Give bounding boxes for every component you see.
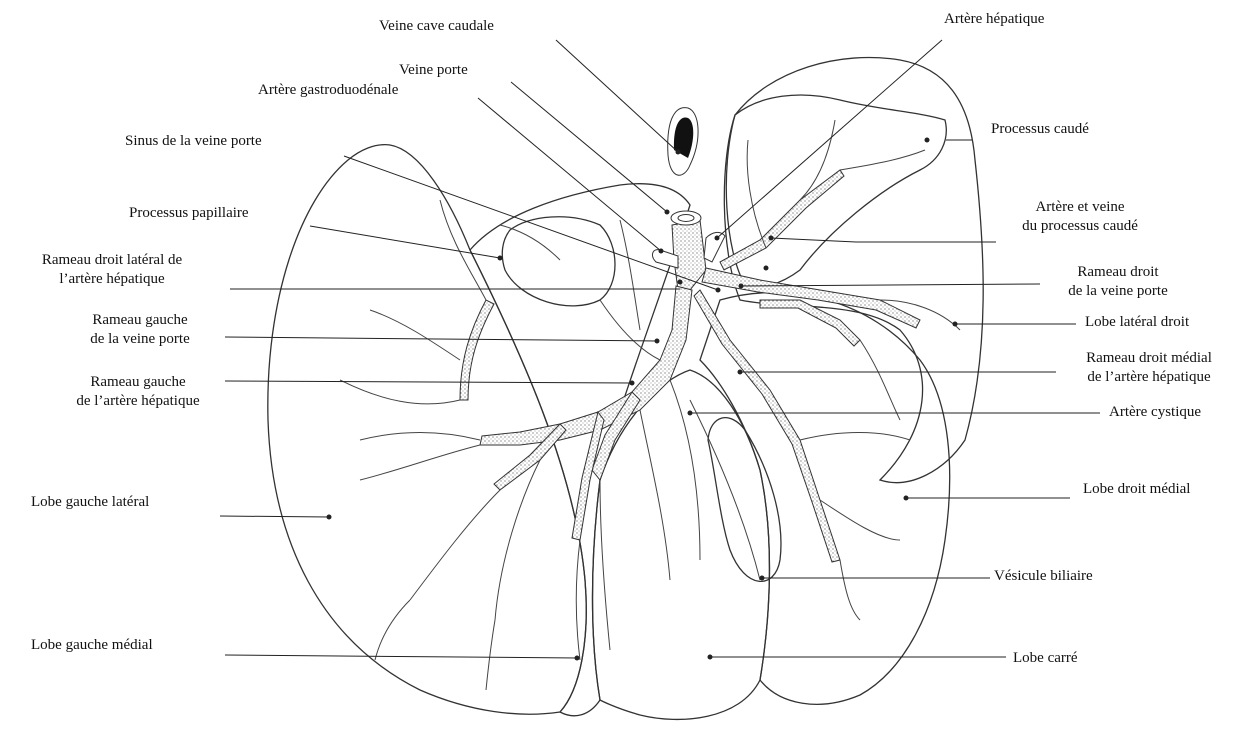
label-lobe-gauche-medial: Lobe gauche médial [31, 636, 153, 655]
label-rameau-droit-medial-artere: Rameau droit médial de l’artère hépatiqu… [1056, 349, 1242, 387]
label-lobe-gauche-lateral: Lobe gauche latéral [31, 493, 149, 512]
label-line-1: Artère et veine [1000, 198, 1160, 217]
label-artere-veine-processus-caude: Artère et veine du processus caudé [1000, 198, 1160, 236]
label-lobe-droit-medial: Lobe droit médial [1083, 480, 1190, 499]
liver-lobes [268, 57, 983, 719]
label-rameau-droit-veine-porte: Rameau droit de la veine porte [1040, 263, 1196, 301]
label-lobe-carre: Lobe carré [1013, 649, 1078, 668]
label-artere-hepatique: Artère hépatique [944, 10, 1044, 29]
label-line-1: Rameau gauche [60, 311, 220, 330]
label-line-2: de la veine porte [60, 330, 220, 349]
label-rameau-gauche-artere: Rameau gauche de l’artère hépatique [50, 373, 226, 411]
label-processus-caude: Processus caudé [991, 120, 1089, 139]
leader-lines [220, 40, 1100, 658]
label-line-2: de la veine porte [1040, 282, 1196, 301]
label-lobe-lateral-droit: Lobe latéral droit [1085, 313, 1189, 332]
label-rameau-droit-lateral-artere: Rameau droit latéral de l’artère hépatiq… [8, 251, 216, 289]
caudate-process-outline [726, 95, 946, 287]
label-line-2: de l’artère hépatique [50, 392, 226, 411]
label-veine-porte: Veine porte [399, 61, 468, 80]
label-line-2: du processus caudé [1000, 217, 1160, 236]
label-line-2: l’artère hépatique [8, 270, 216, 289]
label-artere-gastroduodenale: Artère gastroduodénale [258, 81, 398, 100]
label-vesicule-biliaire: Vésicule biliaire [994, 567, 1093, 586]
papillary-process-outline [502, 217, 615, 306]
label-line-2: de l’artère hépatique [1056, 368, 1242, 387]
label-line-1: Rameau droit latéral de [8, 251, 216, 270]
label-rameau-gauche-veine-porte: Rameau gauche de la veine porte [60, 311, 220, 349]
label-line-1: Rameau gauche [50, 373, 226, 392]
fine-branches [340, 120, 960, 690]
label-line-1: Rameau droit médial [1056, 349, 1242, 368]
label-veine-cave-caudale: Veine cave caudale [379, 17, 494, 36]
label-processus-papillaire: Processus papillaire [129, 204, 249, 223]
label-artere-cystique: Artère cystique [1109, 403, 1201, 422]
label-line-1: Rameau droit [1040, 263, 1196, 282]
label-sinus-veine-porte: Sinus de la veine porte [125, 132, 262, 151]
caudal-vena-cava-shape [668, 108, 698, 176]
